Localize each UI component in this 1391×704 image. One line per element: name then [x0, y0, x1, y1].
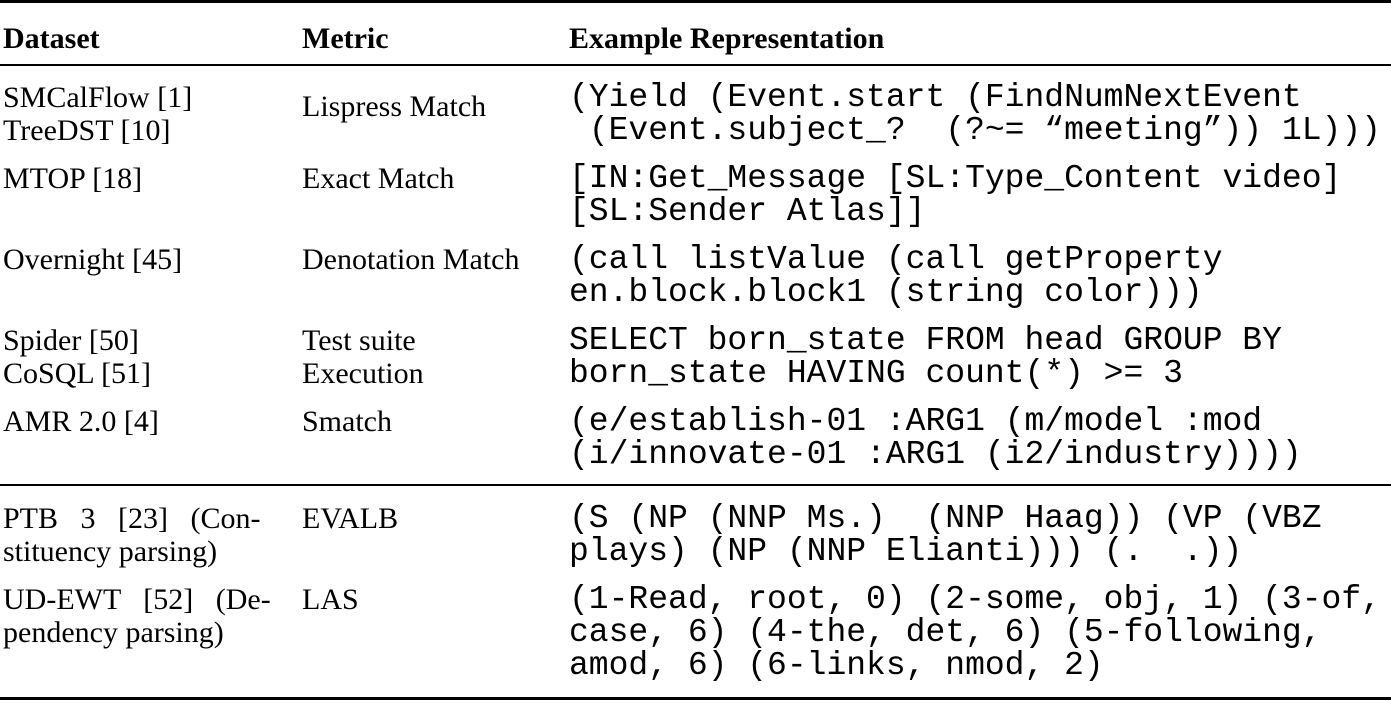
col-header-dataset: Dataset	[0, 0, 302, 66]
table-row-mtop: MTOP [18] Exact Match [IN:Get_Message [S…	[0, 147, 1391, 228]
cell-metric: Lispress Match	[302, 90, 487, 123]
cell-example-code: (1-Read, root, 0) (2-some, obj, 1) (3-of…	[569, 568, 1391, 700]
cell-metric: Smatch	[302, 405, 392, 438]
cell-dataset: Overnight [45]	[3, 243, 183, 276]
table-row-ptb: PTB 3 [23] (Con- stituency parsing) EVAL…	[0, 484, 1391, 568]
cell-metric: Test suite Execution	[302, 324, 424, 390]
table-row-spider-cosql: Spider [50] CoSQL [51] Test suite Execut…	[0, 309, 1391, 390]
cell-dataset: MTOP [18]	[3, 162, 143, 195]
cell-dataset: Spider [50] CoSQL [51]	[3, 324, 152, 390]
cell-example-code: SELECT born_state FROM head GROUP BY bor…	[569, 322, 1282, 390]
cell-example-code: (call listValue (call getProperty en.blo…	[569, 241, 1223, 309]
cell-metric: EVALB	[302, 484, 569, 568]
cell-metric: LAS	[302, 568, 569, 700]
table-body: SMCalFlow [1] TreeDST [10] Lispress Matc…	[0, 65, 1391, 700]
table-row-overnight: Overnight [45] Denotation Match (call li…	[0, 228, 1391, 309]
cell-dataset: PTB 3 [23] (Con- stituency parsing)	[0, 484, 302, 568]
cell-dataset: AMR 2.0 [4]	[3, 405, 159, 438]
col-header-example-representation: Example Representation	[569, 0, 1391, 66]
cell-dataset: SMCalFlow [1] TreeDST [10]	[3, 81, 193, 147]
table-row-smcalflow: SMCalFlow [1] TreeDST [10] Lispress Matc…	[0, 65, 1391, 147]
header-row: Dataset Metric Example Representation	[0, 0, 1391, 66]
cell-example-code: (Yield (Event.start (FindNumNextEvent (E…	[569, 79, 1381, 147]
table-row-amr: AMR 2.0 [4] Smatch (e/establish-01 :ARG1…	[0, 390, 1391, 485]
cell-example-code: [IN:Get_Message [SL:Type_Content video] …	[569, 160, 1342, 228]
cell-metric: Exact Match	[302, 162, 455, 195]
col-header-metric: Metric	[302, 0, 569, 66]
cell-dataset: UD-EWT [52] (De- pendency parsing)	[0, 568, 302, 700]
table-header: Dataset Metric Example Representation	[0, 0, 1391, 66]
cell-metric: Denotation Match	[302, 243, 520, 276]
table-row-ud-ewt: UD-EWT [52] (De- pendency parsing) LAS (…	[0, 568, 1391, 700]
cell-example-code: (S (NP (NNP Ms.) (NNP Haag)) (VP (VBZ pl…	[569, 484, 1391, 568]
cell-example-code: (e/establish-01 :ARG1 (m/model :mod (i/i…	[569, 403, 1302, 473]
